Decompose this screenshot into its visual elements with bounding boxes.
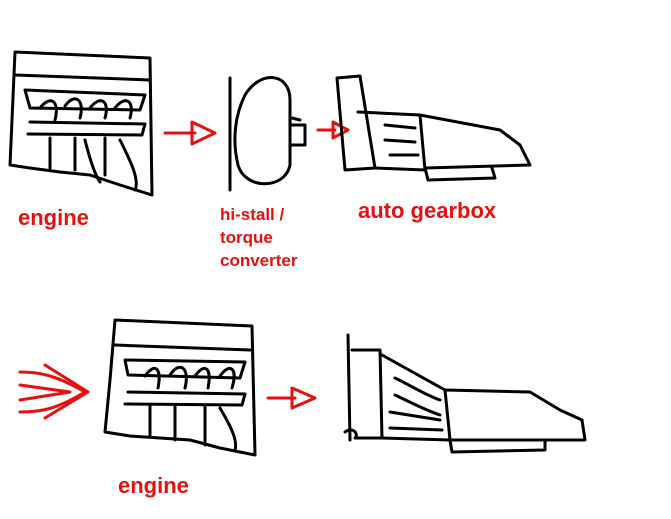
engine-top-drawing	[8, 50, 154, 197]
arrow-engine-to-gearbox-bottom	[266, 386, 317, 410]
label-line: converter	[220, 251, 298, 270]
input-arrow	[18, 363, 90, 420]
label-engine-top: engine	[18, 205, 89, 230]
label-line: torque	[220, 228, 273, 247]
gearbox-bottom-drawing	[343, 333, 587, 454]
arrow-engine-to-converter	[163, 120, 217, 146]
auto-gearbox-drawing	[335, 74, 532, 182]
label-line: hi-stall /	[220, 205, 285, 224]
label-torque-converter: hi-stall / torque converter	[220, 203, 297, 272]
torque-converter-drawing	[228, 76, 307, 192]
label-auto-gearbox: auto gearbox	[358, 198, 497, 223]
engine-bottom-drawing	[103, 318, 257, 457]
label-engine-bottom: engine	[118, 473, 189, 498]
